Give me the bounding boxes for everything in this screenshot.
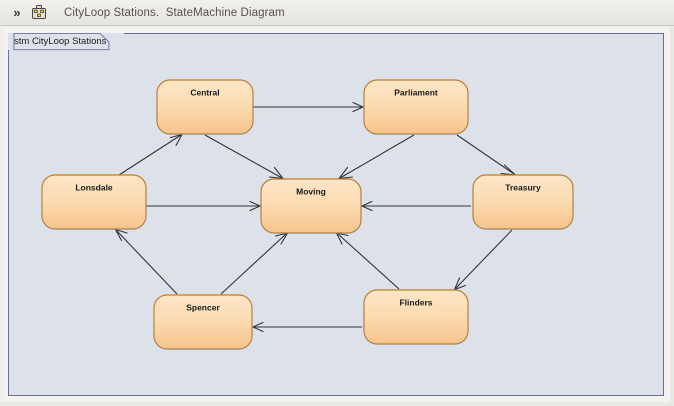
state-moving[interactable]: Moving: [260, 178, 362, 234]
state-label-spencer: Spencer: [186, 302, 220, 312]
state-label-moving: Moving: [296, 186, 326, 196]
transition-parliament-treasury[interactable]: [456, 134, 518, 176]
state-label-flinders: Flinders: [399, 297, 432, 307]
state-flinders[interactable]: Flinders: [363, 289, 469, 345]
state-central[interactable]: Central: [156, 79, 254, 135]
bottom-edge-strip: [0, 402, 674, 406]
transition-treasury-flinders[interactable]: [453, 229, 513, 291]
transition-central-parliament[interactable]: [253, 101, 365, 113]
state-label-treasury: Treasury: [505, 182, 541, 192]
transition-lonsdale-central[interactable]: [118, 133, 184, 176]
transition-treasury-moving[interactable]: [360, 200, 471, 212]
transition-spencer-moving[interactable]: [220, 232, 289, 295]
statemachine-graph: Central Parliament Lonsdale Moving: [41, 79, 574, 350]
state-label-lonsdale: Lonsdale: [75, 182, 113, 192]
state-label-parliament: Parliament: [394, 87, 438, 97]
transition-spencer-lonsdale[interactable]: [114, 228, 178, 295]
transition-central-moving[interactable]: [204, 134, 285, 180]
transition-flinders-moving[interactable]: [335, 232, 400, 290]
state-treasury[interactable]: Treasury: [472, 174, 574, 230]
state-parliament[interactable]: Parliament: [363, 79, 469, 135]
states-layer: Central Parliament Lonsdale Moving: [41, 79, 574, 350]
transition-lonsdale-moving[interactable]: [146, 200, 262, 212]
transition-parliament-moving[interactable]: [337, 134, 415, 180]
statemachine-diagram-icon[interactable]: [30, 4, 48, 21]
diagram-frame[interactable]: stm CityLoop Stations: [8, 33, 664, 396]
transition-flinders-spencer[interactable]: [251, 321, 362, 333]
state-lonsdale[interactable]: Lonsdale: [41, 174, 147, 230]
state-spencer[interactable]: Spencer: [153, 294, 253, 350]
window-title: CityLoop Stations. StateMachine Diagram: [64, 6, 285, 19]
window-title-bar: » CityLoop Stations. StateMachine Diagra…: [0, 0, 674, 26]
state-label-central: Central: [190, 87, 219, 97]
right-edge-strip: [670, 26, 674, 406]
diagram-canvas-area[interactable]: stm CityLoop Stations: [0, 26, 674, 406]
chevron-double-right-icon[interactable]: »: [13, 5, 21, 20]
